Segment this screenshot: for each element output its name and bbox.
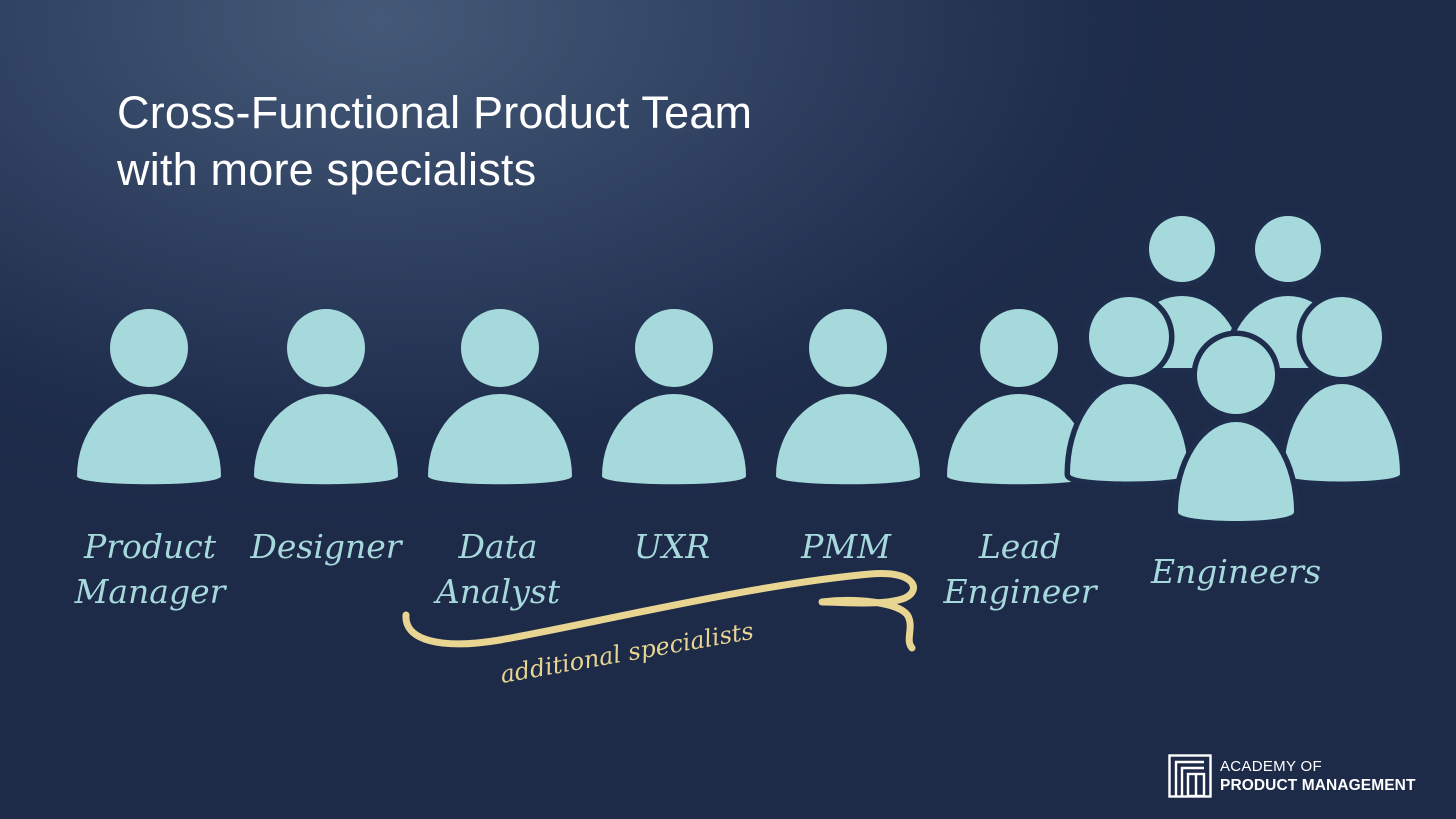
- role-label-product-manager-line-2: Manager: [74, 572, 228, 611]
- academy-logo: ACADEMY OF PRODUCT MANAGEMENT: [1168, 754, 1416, 798]
- data-analyst-person-icon: [428, 309, 572, 485]
- role-label-data-analyst-line-1: Data: [457, 527, 537, 566]
- title-line-2: with more specialists: [117, 144, 537, 195]
- role-label-product-manager-line-1: Product: [83, 527, 217, 566]
- page-title: Cross-Functional Product Team with more …: [117, 84, 752, 198]
- role-label-pmm: PMM: [800, 527, 892, 566]
- logo-text-line-1: ACADEMY OF: [1220, 758, 1322, 775]
- role-label-engineers: Engineers: [1150, 552, 1321, 591]
- role-label-data-analyst-line-2: Analyst: [433, 572, 561, 611]
- engineers-group-icon: [1064, 210, 1406, 527]
- product-manager-person-icon: [77, 309, 221, 485]
- additional-specialists-label: additional specialists: [498, 617, 755, 689]
- logo-text-line-2: PRODUCT MANAGEMENT: [1220, 777, 1416, 794]
- specialists-bracket: [402, 569, 917, 652]
- role-label-uxr: UXR: [634, 527, 710, 566]
- uxr-person-icon: [602, 309, 746, 485]
- role-label-lead-engineer-line-1: Lead: [978, 527, 1061, 566]
- title-line-1: Cross-Functional Product Team: [117, 87, 753, 138]
- role-label-lead-engineer-line-2: Engineer: [942, 572, 1098, 611]
- role-label-designer: Designer: [249, 527, 403, 566]
- academy-logo-icon: [1168, 754, 1212, 798]
- pmm-person-icon: [776, 309, 920, 485]
- designer-person-icon: [254, 309, 398, 485]
